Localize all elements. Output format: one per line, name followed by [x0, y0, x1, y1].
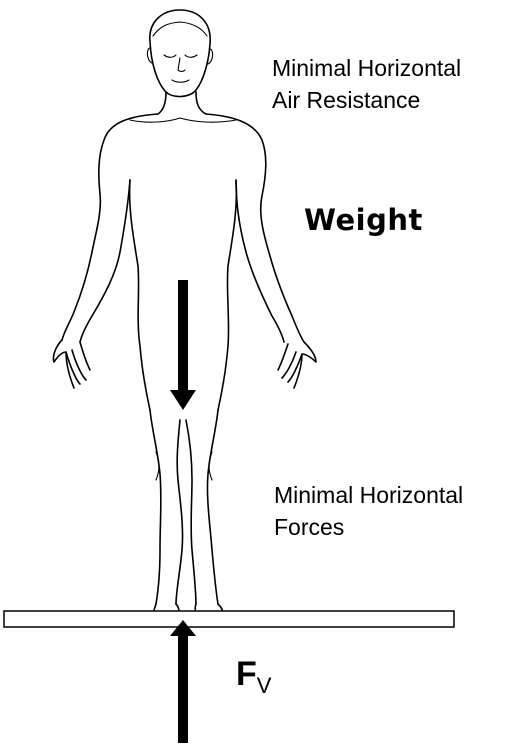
- air-resistance-label: Minimal Horizontal Air Resistance: [272, 52, 461, 116]
- weight-arrow-head: [170, 390, 196, 410]
- right-waist: [218, 180, 236, 410]
- collar: [130, 118, 236, 122]
- right-leg-inner: [186, 420, 196, 604]
- vertical-force-symbol: F: [236, 655, 257, 693]
- torso-right-side: [206, 114, 304, 342]
- air-resistance-line2: Air Resistance: [272, 84, 461, 116]
- torso-left-side: [62, 114, 158, 340]
- vertical-force-subscript: V: [257, 673, 272, 698]
- air-resistance-line1: Minimal Horizontal: [272, 52, 461, 84]
- right-inner-arm: [236, 180, 284, 342]
- weight-arrow-shaft: [178, 280, 188, 392]
- nose: [178, 58, 185, 72]
- left-waist: [130, 180, 150, 410]
- left-inner-arm: [80, 180, 130, 342]
- horizontal-forces-line2: Forces: [274, 511, 463, 543]
- right-eye: [185, 55, 197, 57]
- right-hand: [278, 342, 316, 388]
- right-leg-outer: [207, 410, 218, 604]
- weight-arrow: [170, 280, 196, 410]
- weight-label: Weight: [304, 203, 423, 237]
- left-leg-inner: [176, 420, 183, 604]
- ground-reaction-arrow: [170, 620, 196, 743]
- vertical-force-label: FV: [236, 654, 271, 706]
- horizontal-forces-line1: Minimal Horizontal: [274, 479, 463, 511]
- left-hand: [53, 340, 90, 388]
- mouth: [172, 80, 189, 82]
- neck-left: [158, 92, 166, 114]
- left-knee: [156, 452, 159, 480]
- hairline: [153, 22, 207, 36]
- head-outline: [150, 10, 210, 97]
- left-eye: [164, 55, 176, 57]
- right-knee: [209, 452, 212, 480]
- ground-reaction-arrow-shaft: [178, 634, 188, 743]
- ground-surface: [4, 611, 454, 627]
- left-leg-outer: [150, 410, 161, 604]
- horizontal-forces-label: Minimal Horizontal Forces: [274, 479, 463, 543]
- neck-right: [196, 92, 206, 114]
